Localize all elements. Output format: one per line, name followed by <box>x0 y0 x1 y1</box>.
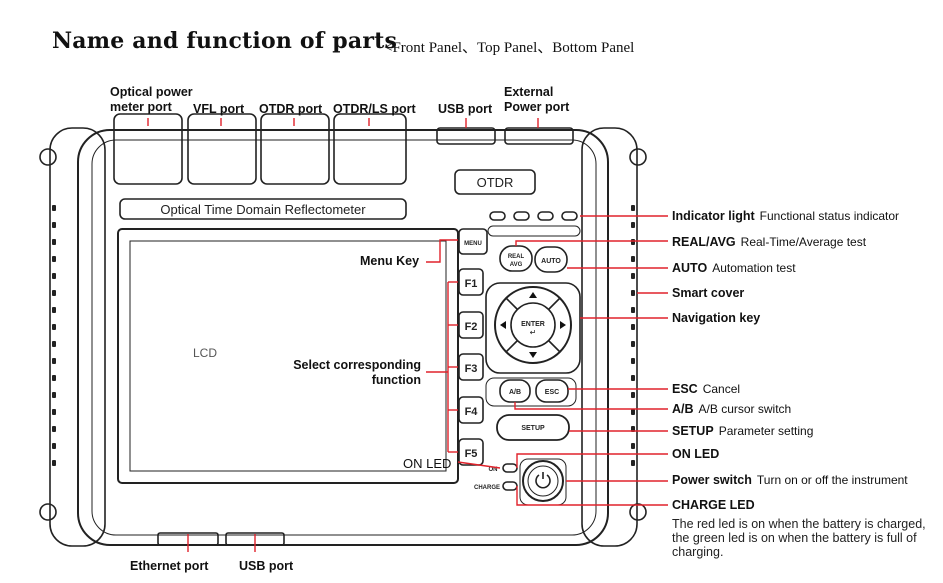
on-led-inner-label: ON LED <box>403 456 452 471</box>
f3-key-text: F3 <box>465 363 478 375</box>
indicator-led <box>513 211 530 221</box>
bumper-knob <box>39 503 57 521</box>
indicator-led <box>489 211 506 221</box>
otdr-port-label: OTDR port <box>259 102 323 116</box>
indicator-strip <box>487 225 581 237</box>
otdr-ls-port-label: OTDR/LS port <box>333 102 416 116</box>
f4-key <box>458 396 484 424</box>
device-inner-frame <box>91 139 597 536</box>
left-bumper <box>49 127 106 547</box>
f5-key-text: F5 <box>465 448 478 460</box>
auto-key-text: AUTO <box>541 258 561 265</box>
enter-key-arrow: ↵ <box>530 328 537 337</box>
smart-cover-label: Smart cover <box>672 286 745 300</box>
usb-top-port-label: USB port <box>438 102 493 116</box>
right-bumper <box>581 127 638 547</box>
page-title: Name and function of parts <box>52 28 398 54</box>
f1-key <box>458 268 484 296</box>
on-led <box>502 463 518 473</box>
esc-key-text: ESC <box>545 389 559 396</box>
otdr-port-housing <box>260 113 330 185</box>
usb-bottom-port-label: USB port <box>239 559 294 573</box>
f3-key <box>458 353 484 381</box>
menu-key-label: Menu Key <box>360 254 420 268</box>
indicator-led <box>537 211 554 221</box>
model-badge-text: OTDR <box>477 175 514 190</box>
lcd-label: LCD <box>193 346 217 360</box>
power-button <box>522 460 564 502</box>
f2-key <box>458 311 484 339</box>
ethernet-port-label: Ethernet port <box>130 559 209 573</box>
charge-led-label: CHARGE LED <box>672 498 755 512</box>
page-subtitle: <Front Panel、Top Panel、Bottom Panel <box>384 40 635 56</box>
charge-led <box>502 481 518 491</box>
nav-frame <box>485 282 581 374</box>
enter-key <box>510 302 556 348</box>
setup-key-text: SETUP <box>521 425 545 432</box>
f2-key-text: F2 <box>465 321 478 333</box>
setup-key <box>496 414 570 441</box>
band-text: Optical Time Domain Reflectometer <box>160 202 366 217</box>
vfl-port-housing <box>187 113 257 185</box>
ext-power-port <box>504 127 574 145</box>
band-plate <box>119 198 407 220</box>
navigation-key-label: Navigation key <box>672 311 761 325</box>
menu-key-text: MENU <box>464 241 482 247</box>
nav-ring <box>494 286 572 364</box>
indicator-led <box>561 211 578 221</box>
f5-key <box>458 438 484 466</box>
vfl-port-label: VFL port <box>193 102 245 116</box>
ab-key-text: A/B <box>509 389 521 396</box>
charge-led-text: CHARGE <box>474 485 500 491</box>
otdr-ls-port-housing <box>333 113 407 185</box>
f4-key-text: F4 <box>465 406 479 418</box>
f1-key-text: F1 <box>465 278 478 290</box>
auto-key <box>534 246 568 273</box>
bumper-knob <box>629 148 647 166</box>
bumper-knob <box>39 148 57 166</box>
charge-led-note: The red led is on when the battery is ch… <box>672 517 926 559</box>
on-led-text: ON <box>489 467 498 473</box>
avg-key-text: AVG <box>510 262 523 268</box>
device-body <box>77 129 609 546</box>
opm-port-housing <box>113 113 183 185</box>
menu-key <box>458 228 488 255</box>
esc-key <box>535 379 569 403</box>
lcd-screen <box>129 240 447 472</box>
model-badge <box>454 169 536 195</box>
ab-esc-frame <box>485 377 577 407</box>
bumper-knob <box>629 503 647 521</box>
lcd-bezel <box>117 228 459 484</box>
on-led-label: ON LED <box>672 447 720 461</box>
enter-key-text: ENTER <box>521 321 545 328</box>
real-key-text: REAL <box>508 254 525 260</box>
